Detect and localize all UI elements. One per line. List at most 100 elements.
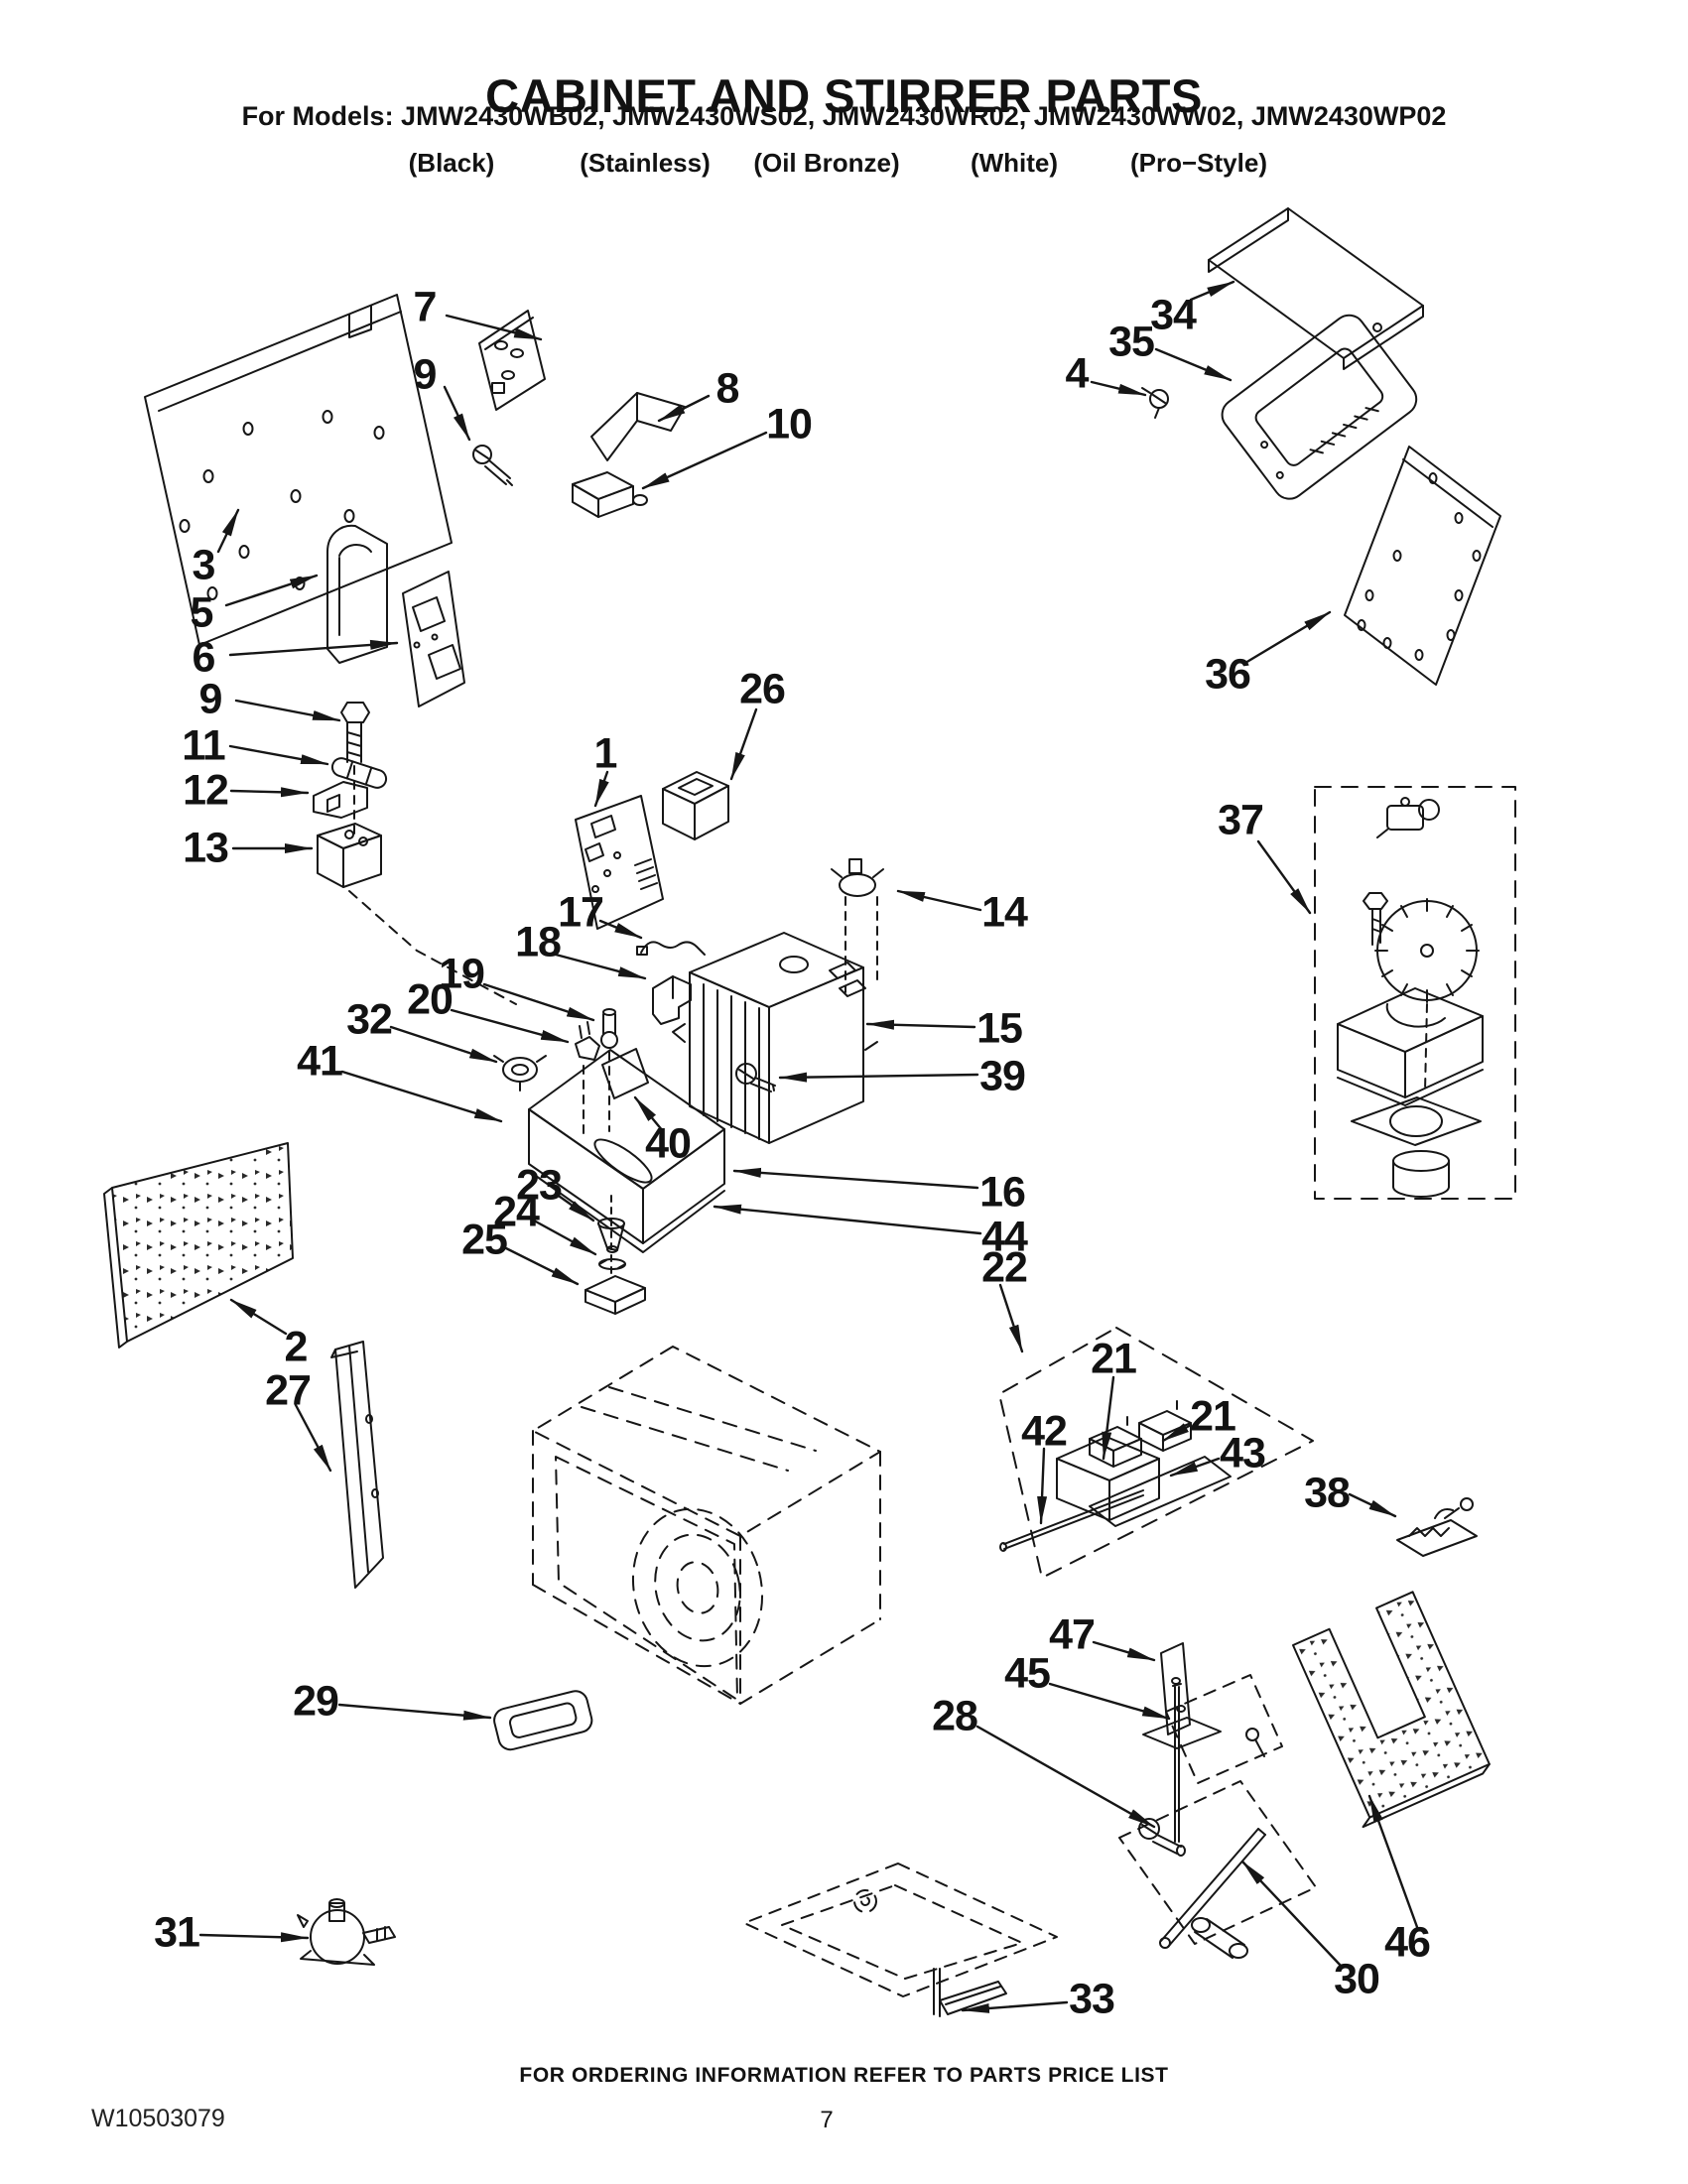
callout-39: 39: [979, 1052, 1026, 1100]
leader-46: [1367, 1794, 1419, 1929]
leader-31: [198, 1932, 310, 1943]
leader-12: [229, 787, 310, 798]
leader-18: [554, 953, 647, 980]
leader-39: [778, 1072, 979, 1083]
leader-17: [598, 919, 643, 940]
callout-35: 35: [1108, 318, 1155, 366]
leader-27: [294, 1403, 332, 1473]
callout-20: 20: [407, 975, 454, 1024]
leader-23: [554, 1192, 595, 1222]
leader-2: [229, 1298, 288, 1336]
callout-46: 46: [1384, 1918, 1431, 1967]
leader-43: [1169, 1457, 1221, 1477]
leader-42: [1037, 1447, 1048, 1525]
leader-10: [641, 431, 768, 490]
leader-5: [224, 574, 319, 607]
leader-45: [1048, 1682, 1171, 1721]
waveguide-cover-drawing: [493, 1690, 593, 1751]
leader-8: [657, 394, 711, 423]
leader-14: [896, 889, 982, 912]
callout-30: 30: [1334, 1955, 1380, 2003]
callout-45: 45: [1004, 1649, 1051, 1698]
magnetron-drawing: [672, 932, 878, 1144]
front-frame-drawing: [1221, 314, 1418, 500]
callout-33: 33: [1069, 1975, 1115, 2023]
page-number: 7: [820, 2107, 834, 2133]
filter-board-drawing: [402, 571, 465, 707]
leader-35: [1154, 347, 1233, 382]
page-title: CABINET AND STIRRER PARTS: [485, 69, 1203, 123]
callout-25: 25: [461, 1216, 508, 1264]
terminal-board-drawing: [478, 310, 546, 411]
leader-33: [961, 2000, 1069, 2013]
leader-21: [1102, 1375, 1115, 1461]
callout-44: 44: [981, 1213, 1028, 1261]
leader-37: [1256, 839, 1312, 915]
rear-panel-drawing: [144, 294, 453, 646]
leader-3: [216, 508, 240, 554]
callout-24: 24: [493, 1188, 540, 1236]
stirrer-motor-assembly-drawing: [1314, 786, 1516, 1200]
support-bracket-drawing: [326, 524, 388, 664]
callout-5: 5: [190, 588, 214, 637]
leader-9: [443, 385, 471, 442]
fuse-drawing: [330, 757, 388, 789]
turntable-motor-drawing: [297, 1898, 396, 1966]
callout-40: 40: [645, 1119, 692, 1168]
switch-10-drawing: [572, 471, 648, 518]
thermal-cutoff-drawing: [831, 858, 884, 993]
callout-7: 7: [413, 283, 438, 331]
callout-23: 23: [516, 1161, 563, 1210]
lamp-socket-drawing: [575, 1021, 600, 1061]
screw-39-drawing: [735, 1063, 776, 1092]
leader-9: [234, 699, 341, 722]
leader-24: [532, 1219, 597, 1256]
leader-22: [998, 1283, 1024, 1353]
finish-label-black: (Black): [408, 148, 495, 178]
finish-label-pro-style: (Pro−Style): [1130, 148, 1267, 178]
control-board-drawing: [575, 795, 664, 930]
callout-9: 9: [413, 350, 438, 399]
leader-40: [633, 1095, 665, 1133]
finish-label-white: (White): [970, 148, 1059, 178]
callout-37: 37: [1218, 796, 1264, 844]
turntable-tray-drawing: [743, 1863, 1058, 1997]
leader-6: [228, 639, 399, 657]
leader-47: [1092, 1640, 1156, 1662]
leader-38: [1348, 1492, 1397, 1518]
u-insulation-drawing: [1292, 1591, 1491, 1829]
leader-21: [1161, 1423, 1193, 1443]
callout-18: 18: [515, 918, 562, 966]
leader-29: [337, 1703, 492, 1721]
holder-bracket-drawing: [317, 823, 517, 1005]
lamp-block-drawing: [652, 975, 692, 1025]
back-plate-drawing: [1344, 446, 1501, 686]
callout-43: 43: [1220, 1429, 1266, 1477]
leader-28: [975, 1725, 1156, 1829]
callout-42: 42: [1021, 1407, 1068, 1456]
callout-13: 13: [183, 824, 229, 872]
callout-15: 15: [976, 1004, 1023, 1053]
callout-31: 31: [154, 1908, 200, 1957]
leader-25: [504, 1246, 580, 1286]
leader-32: [389, 1025, 498, 1064]
callout-16: 16: [979, 1168, 1026, 1217]
top-cover-drawing: [1208, 207, 1424, 370]
door-latch-drawing: [1396, 1497, 1478, 1557]
callout-41: 41: [297, 1037, 343, 1086]
callout-34: 34: [1150, 291, 1197, 339]
callout-12: 12: [183, 766, 229, 815]
leader-7: [445, 314, 543, 341]
bent-bracket-drawing: [590, 392, 686, 461]
leader-36: [1243, 610, 1332, 665]
callout-26: 26: [739, 665, 786, 713]
callout-22: 22: [981, 1243, 1028, 1292]
fuse-holder-drawing: [313, 781, 368, 819]
finish-label-stainless: (Stainless): [580, 148, 711, 178]
antenna-parts-drawing: [584, 1195, 646, 1315]
callout-3: 3: [192, 541, 216, 589]
oven-cavity-drawing: [532, 1346, 881, 1705]
callout-4: 4: [1065, 349, 1090, 398]
leader-lines: [198, 280, 1419, 2013]
stirrer-duct-drawing: [528, 1048, 725, 1253]
